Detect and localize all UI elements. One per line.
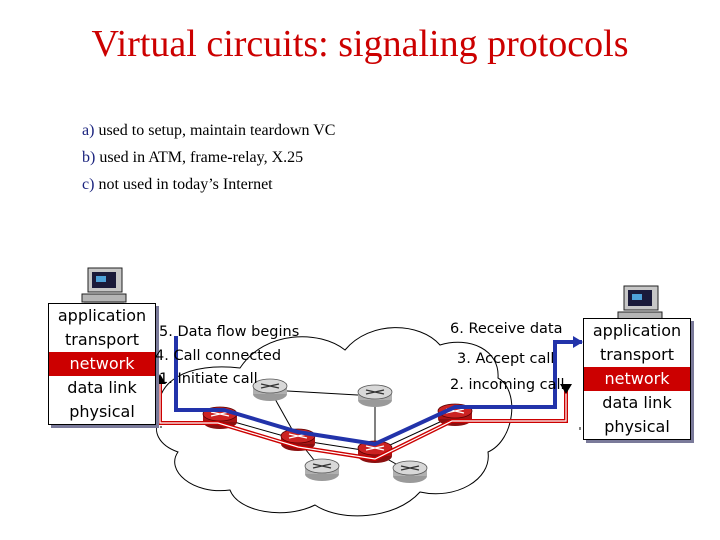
page-title: Virtual circuits: signaling protocols — [91, 23, 629, 65]
step-label-data-flow: 5. Data flow begins — [159, 324, 300, 340]
arrow-down-icon — [560, 384, 572, 394]
arrow-right-icon — [573, 336, 583, 348]
bullet-letter: c) — [82, 176, 95, 193]
layer-network: network — [584, 367, 690, 391]
layer-physical: physical — [69, 402, 135, 421]
router-icon — [357, 384, 393, 407]
step-label-initiate-call: 1. Initiate call — [159, 371, 258, 387]
bullet-text: not used in today’s Internet — [94, 176, 273, 193]
bullet-letter: a) — [82, 122, 95, 139]
layer-transport: transport — [600, 345, 674, 364]
bullet-text: used in ATM, frame-relay, X.25 — [95, 149, 304, 166]
protocol-stack-left: application transport network data link … — [48, 303, 156, 425]
computer-icon — [81, 267, 127, 306]
layer-data-link: data link — [67, 378, 137, 397]
bullet-list: a) used to setup, maintain teardown VC b… — [82, 117, 335, 198]
router-icon — [392, 460, 428, 483]
step-label-incoming-call: 2. incoming call — [450, 377, 565, 393]
router-icon — [304, 458, 340, 481]
step-label-accept-call: 3. Accept call — [457, 351, 555, 367]
layer-data-link: data link — [602, 393, 672, 412]
bullet-text: used to setup, maintain teardown VC — [94, 122, 336, 139]
layer-application: application — [57, 306, 147, 325]
router-icon — [252, 378, 288, 401]
step-label-receive-data: 6. Receive data — [450, 321, 563, 337]
step-label-call-connected: 4. Call connected — [155, 348, 282, 364]
bullet-letter: b) — [82, 149, 96, 166]
layer-transport: transport — [65, 330, 139, 349]
layer-physical: physical — [604, 417, 670, 436]
layer-network: network — [49, 352, 155, 376]
bullet-item: a) used to setup, maintain teardown VC — [82, 117, 335, 144]
protocol-stack-right: application transport network data link … — [583, 318, 691, 440]
data-flow-path — [174, 336, 582, 447]
bullet-item: b) used in ATM, frame-relay, X.25 — [82, 144, 335, 171]
layer-application: application — [592, 321, 682, 340]
bullet-item: c) not used in today’s Internet — [82, 171, 335, 198]
physical-link-line — [160, 426, 581, 430]
arrow-up-icon — [154, 374, 166, 384]
